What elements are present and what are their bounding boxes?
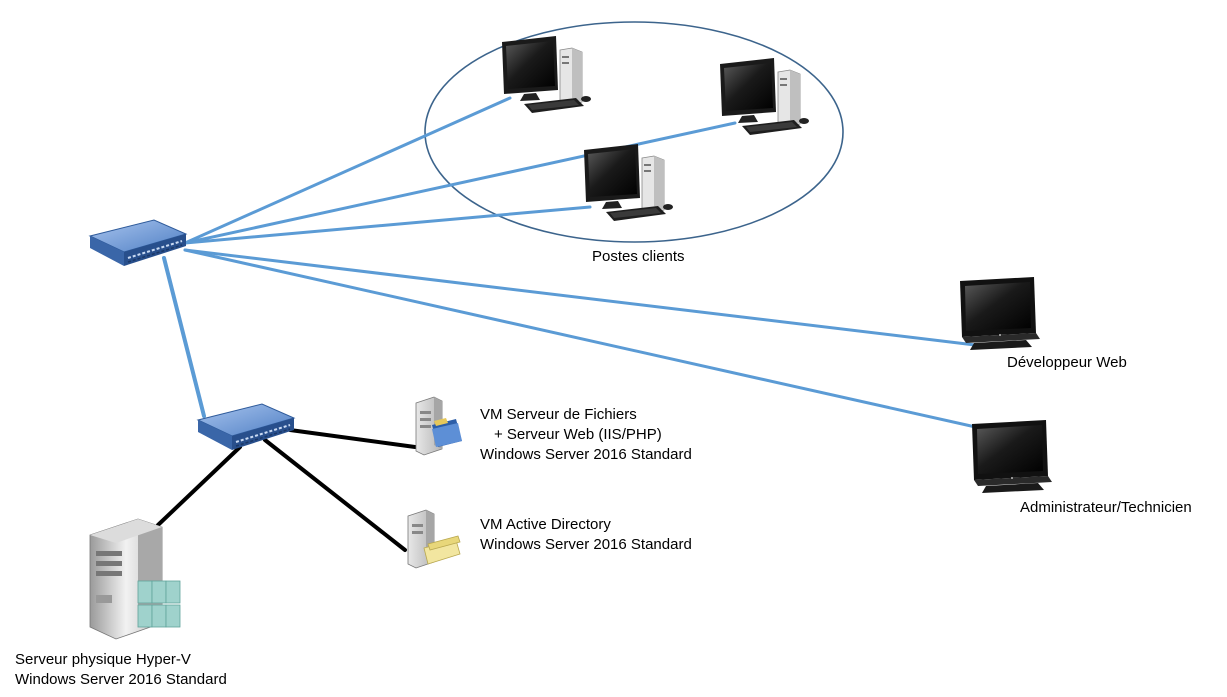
link-switch-web-developer xyxy=(183,248,977,347)
hyperv-host-label-line1: Serveur physique Hyper-V xyxy=(15,651,191,668)
link-switch-client-3 xyxy=(183,205,592,245)
ad-vm-label-line2: Windows Server 2016 Standard xyxy=(480,536,692,553)
link-switch-client-1 xyxy=(183,96,512,245)
server-links xyxy=(156,428,417,552)
hyperv-host-label: Serveur physique Hyper-V Windows Server … xyxy=(15,650,227,690)
directory-server-icon xyxy=(407,509,461,569)
link-switch-hyperv-host xyxy=(156,445,242,527)
all-in-one-pc-icon xyxy=(972,420,1052,493)
file-web-vm-label-line3: Windows Server 2016 Standard xyxy=(480,446,692,463)
ad-vm-label-line1: VM Active Directory xyxy=(480,516,611,533)
clients-group-label: Postes clients xyxy=(592,248,685,265)
link-switch-uplink xyxy=(162,256,206,418)
all-in-one-pc-icon xyxy=(960,277,1040,350)
admin-tech-label: Administrateur/Technicien xyxy=(1020,499,1192,516)
link-switch-ad-server xyxy=(263,438,407,552)
lan-links xyxy=(162,96,982,430)
file-web-vm-label-line2: + Serveur Web (IIS/PHP) xyxy=(494,426,662,443)
network-switch-icon xyxy=(197,403,295,451)
link-switch-admin xyxy=(183,248,982,430)
file-web-vm-label-line1: VM Serveur de Fichiers xyxy=(480,406,637,423)
desktop-computer-icon xyxy=(583,143,674,222)
file-server-icon xyxy=(415,396,462,456)
desktop-computer-icon xyxy=(501,35,592,114)
file-web-vm-label: VM Serveur de Fichiers + Serveur Web (II… xyxy=(480,405,692,465)
ad-vm-label: VM Active Directory Windows Server 2016 … xyxy=(480,515,692,555)
link-switch-client-2 xyxy=(183,121,737,245)
tower-server-icon xyxy=(89,518,181,640)
hyperv-host-label-line2: Windows Server 2016 Standard xyxy=(15,671,227,688)
web-developer-label: Développeur Web xyxy=(1007,354,1127,371)
link-switch-file-server xyxy=(288,428,417,449)
network-switch-icon xyxy=(89,219,187,267)
clients-group-ellipse xyxy=(424,21,844,243)
